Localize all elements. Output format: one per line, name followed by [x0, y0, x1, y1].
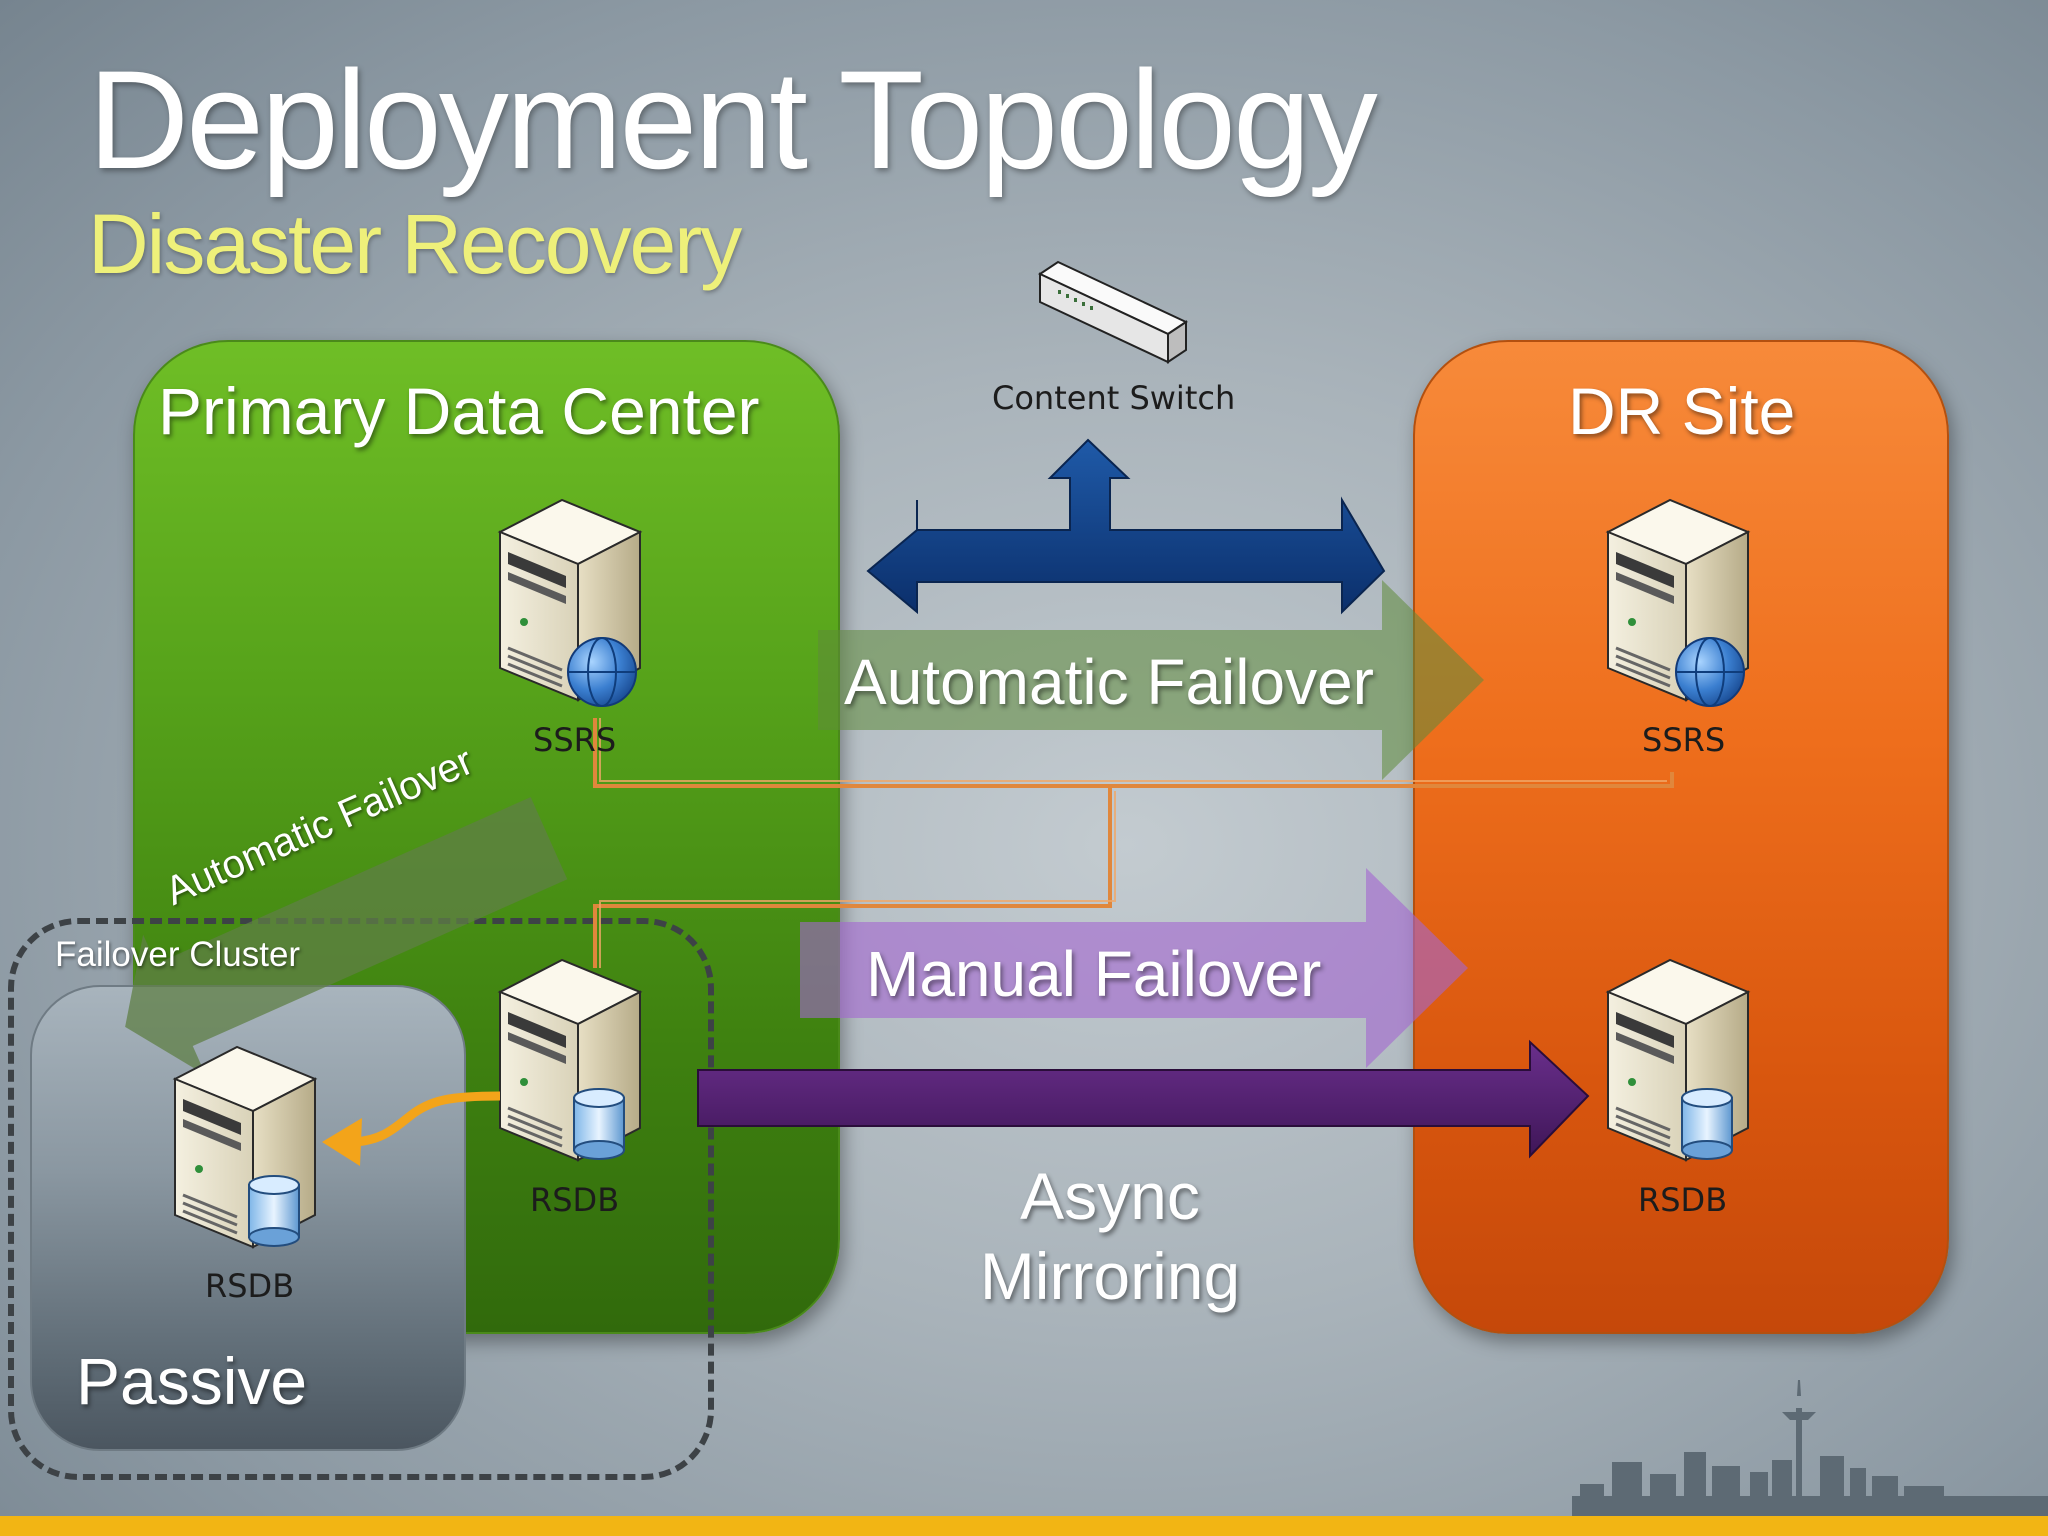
async-label-line2: Mirroring [920, 1236, 1300, 1316]
dr-rsdb-server-icon [1608, 960, 1748, 1160]
content-switch-icon [1040, 262, 1186, 362]
failover-cluster-label: Failover Cluster [55, 937, 300, 972]
passive-rsdb-server-icon [175, 1047, 315, 1247]
manual-failover-label: Manual Failover [866, 942, 1321, 1006]
async-mirroring-label: Async Mirroring [920, 1156, 1300, 1316]
primary-rsdb-server-icon [500, 960, 640, 1160]
async-label-line1: Async [920, 1156, 1300, 1236]
bottom-accent-bar [0, 1516, 2048, 1536]
async-mirroring-arrow [698, 1042, 1588, 1156]
cluster-replication-arrow [322, 1096, 500, 1166]
dr-ssrs-label: SSRS [1642, 724, 1725, 756]
dr-rsdb-label: RSDB [1638, 1184, 1727, 1216]
skyline-graphic [1572, 1380, 2048, 1516]
primary-ssrs-server-icon [500, 500, 640, 706]
content-switch-label: Content Switch [992, 382, 1235, 414]
automatic-failover-label: Automatic Failover [844, 650, 1374, 714]
load-balance-arrow [868, 440, 1384, 612]
passive-rsdb-label: RSDB [205, 1270, 294, 1302]
primary-ssrs-label: SSRS [533, 724, 616, 756]
primary-rsdb-label: RSDB [530, 1184, 619, 1216]
dr-ssrs-server-icon [1608, 500, 1748, 706]
